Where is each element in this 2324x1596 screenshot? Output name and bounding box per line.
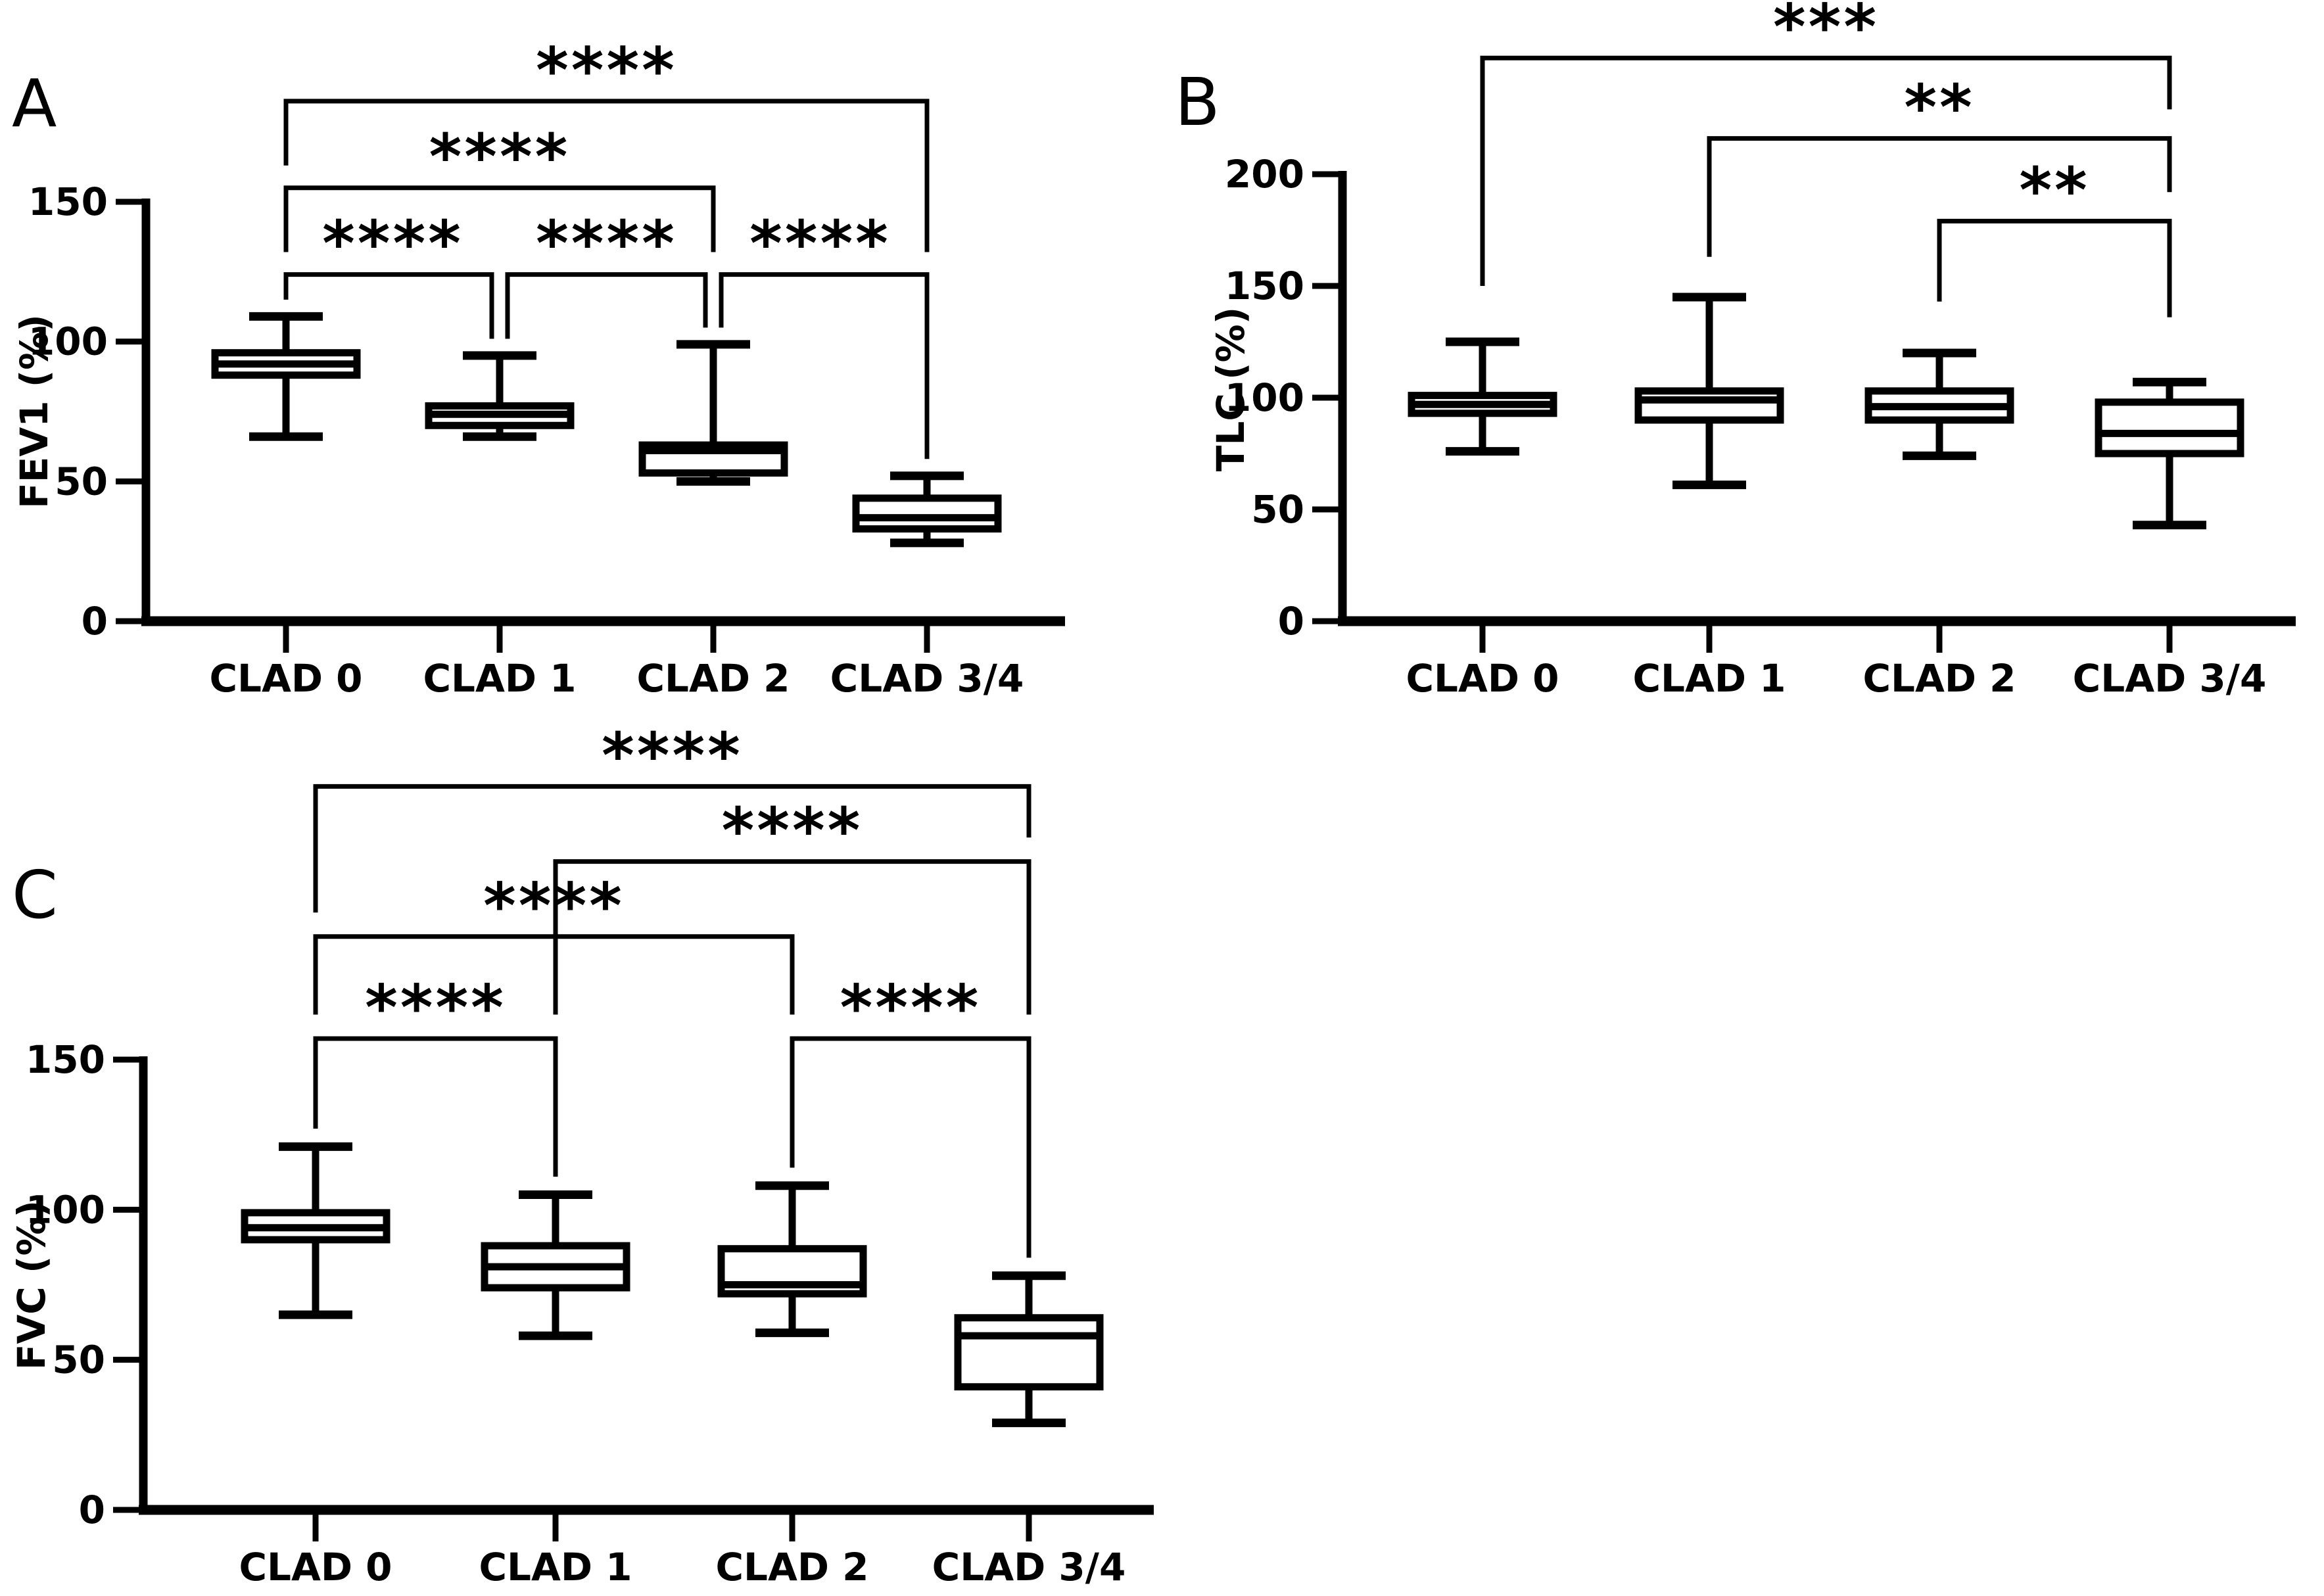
significance-stars-b-1-3: **: [1904, 72, 1974, 145]
significance-bracket-a-0-2: [283, 185, 716, 252]
x-category-label-c-clad-2: CLAD 2: [715, 1545, 868, 1589]
boxplot-c-clad-0: [241, 1142, 391, 1319]
x-category-label-c-clad-1: CLAD 1: [479, 1545, 632, 1589]
y-tick-label-b-50: 50: [1251, 487, 1304, 532]
boxplot-a-clad-1: [425, 351, 575, 441]
significance-stars-a-1-2: ****: [536, 208, 677, 281]
y-tick-label-c-100: 100: [26, 1187, 105, 1232]
y-tick-label-a-150: 150: [28, 179, 108, 224]
significance-stars-a-0-1: ****: [322, 208, 463, 281]
x-category-label-c-clad-3-4: CLAD 3/4: [932, 1545, 1126, 1589]
y-tick-label-a-50: 50: [55, 459, 108, 504]
x-category-label-a-clad-2: CLAD 2: [636, 656, 790, 701]
x-category-label-b-clad-3-4: CLAD 3/4: [2073, 656, 2267, 701]
y-tick-label-b-100: 100: [1225, 375, 1304, 420]
boxplot-c-clad-1: [481, 1190, 630, 1340]
significance-stars-a-0-3: ****: [536, 35, 677, 107]
y-axis-title-a: FEV1 (%): [12, 314, 57, 509]
box-iqr-c-clad-3-4: [954, 1314, 1104, 1391]
y-tick-label-c-50: 50: [52, 1338, 105, 1382]
significance-stars-b-0-3: ***: [1773, 0, 1879, 64]
significance-stars-c-0-2: ****: [483, 870, 625, 943]
y-tick-label-b-0: 0: [1278, 599, 1304, 644]
significance-bracket-c-0-1: [313, 1036, 558, 1177]
x-category-label-a-clad-0: CLAD 0: [209, 656, 362, 701]
box-iqr-a-clad-3-4: [852, 494, 1002, 533]
box-iqr-b-clad-1: [1634, 387, 1784, 424]
x-category-label-b-clad-1: CLAD 1: [1632, 656, 1786, 701]
y-axis-title-c: FVC (%): [9, 1200, 54, 1370]
y-tick-label-a-0: 0: [82, 599, 108, 644]
significance-stars-a-2-3: ****: [749, 208, 891, 281]
y-tick-label-b-150: 150: [1225, 264, 1304, 308]
boxplot-b-clad-1: [1634, 293, 1784, 490]
significance-stars-c-0-1: ****: [365, 972, 506, 1044]
x-category-label-b-clad-2: CLAD 2: [1862, 656, 2016, 701]
boxplot-b-clad-2: [1864, 348, 2014, 460]
significance-stars-c-0-3: ****: [602, 720, 743, 792]
significance-bracket-b-1-3: [1707, 136, 2172, 257]
x-category-label-a-clad-3-4: CLAD 3/4: [830, 656, 1024, 701]
x-category-label-b-clad-0: CLAD 0: [1406, 656, 1559, 701]
boxplot-a-clad-2: [638, 340, 788, 486]
significance-bracket-c-2-3: [790, 1036, 1032, 1258]
significance-stars-a-0-2: ****: [429, 122, 571, 194]
significance-bracket-a-0-3: [283, 99, 930, 252]
boxplot-b-clad-3-4: [2095, 377, 2244, 530]
significance-stars-c-2-3: ****: [840, 972, 982, 1044]
significance-bracket-b-0-3: [1480, 55, 2172, 286]
boxplot-a-clad-3-4: [852, 471, 1002, 548]
boxplot-c-clad-2: [717, 1181, 867, 1338]
y-axis-title-b: TLC (%): [1208, 307, 1253, 471]
y-tick-label-b-200: 200: [1225, 152, 1304, 197]
boxplot-b-clad-0: [1408, 337, 1557, 456]
boxplot-c-clad-3-4: [954, 1271, 1104, 1428]
box-iqr-b-clad-3-4: [2095, 398, 2244, 458]
significance-stars-c-1-3: ****: [722, 795, 863, 868]
significance-bracket-a-1-2: [505, 272, 708, 339]
y-tick-label-c-0: 0: [79, 1488, 105, 1532]
boxplot-a-clad-0: [211, 312, 361, 441]
panel-letter-c: C: [12, 857, 58, 933]
panel-letter-a: A: [12, 65, 57, 142]
panel-letter-b: B: [1175, 64, 1220, 141]
significance-bracket-c-0-3: [313, 784, 1032, 913]
significance-bracket-a-2-3: [719, 272, 930, 459]
significance-stars-b-2-3: **: [2019, 154, 2089, 227]
significance-bracket-c-0-2: [313, 934, 795, 1015]
significance-bracket-b-2-3: [1937, 218, 2172, 317]
significance-bracket-a-0-1: [283, 272, 494, 339]
y-tick-label-a-100: 100: [28, 319, 108, 364]
x-category-label-a-clad-1: CLAD 1: [423, 656, 576, 701]
y-tick-label-c-150: 150: [26, 1037, 105, 1082]
x-category-label-c-clad-0: CLAD 0: [239, 1545, 392, 1589]
